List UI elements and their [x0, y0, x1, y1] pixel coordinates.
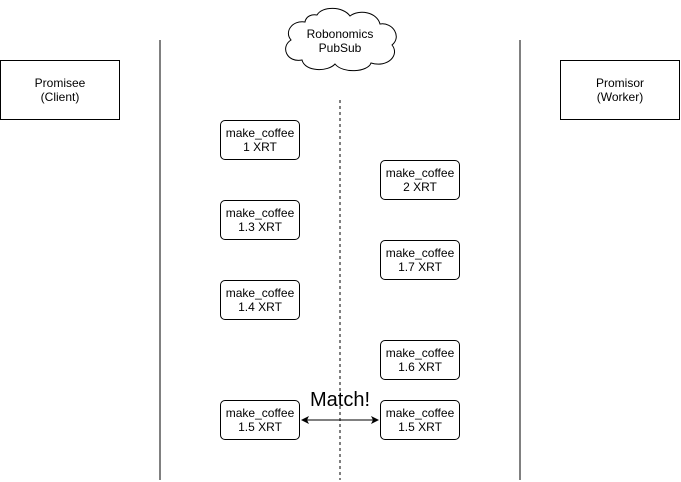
pubsub-label-line1: Robonomics — [306, 27, 374, 41]
client-label-line2: (Client) — [40, 90, 80, 104]
offer-price: 2 XRT — [403, 180, 437, 194]
pubsub-label: Robonomics PubSub — [290, 27, 390, 55]
offer-price: 1.4 XRT — [238, 300, 282, 314]
offer-price: 1.5 XRT — [238, 420, 282, 434]
worker-label-line2: (Worker) — [596, 90, 644, 104]
offer-name: make_coffee — [385, 166, 455, 180]
offer-name: make_coffee — [225, 206, 295, 220]
offer-name: make_coffee — [225, 406, 295, 420]
offer-name: make_coffee — [385, 406, 455, 420]
match-label: Match! — [309, 389, 371, 411]
client-offer: make_coffee 1.3 XRT — [220, 200, 300, 240]
client-offer: make_coffee 1.4 XRT — [220, 280, 300, 320]
offer-name: make_coffee — [385, 346, 455, 360]
offer-name: make_coffee — [225, 126, 295, 140]
offer-price: 1.5 XRT — [398, 420, 442, 434]
worker-offer: make_coffee 2 XRT — [380, 160, 460, 200]
client-label-line1: Promisee — [34, 76, 86, 90]
client-offer-matched: make_coffee 1.5 XRT — [220, 400, 300, 440]
worker-box: Promisor (Worker) — [560, 60, 680, 120]
worker-offer: make_coffee 1.7 XRT — [380, 240, 460, 280]
offer-name: make_coffee — [225, 286, 295, 300]
offer-name: make_coffee — [385, 246, 455, 260]
offer-price: 1.6 XRT — [398, 360, 442, 374]
pubsub-label-line2: PubSub — [318, 41, 362, 55]
pubsub-cloud-shape — [285, 7, 397, 72]
offer-price: 1.7 XRT — [398, 260, 442, 274]
worker-label-line1: Promisor — [595, 76, 644, 90]
client-box: Promisee (Client) — [0, 60, 120, 120]
worker-offer-matched: make_coffee 1.5 XRT — [380, 400, 460, 440]
worker-offer: make_coffee 1.6 XRT — [380, 340, 460, 380]
client-offer: make_coffee 1 XRT — [220, 120, 300, 160]
offer-price: 1.3 XRT — [238, 220, 282, 234]
offer-price: 1 XRT — [243, 140, 277, 154]
